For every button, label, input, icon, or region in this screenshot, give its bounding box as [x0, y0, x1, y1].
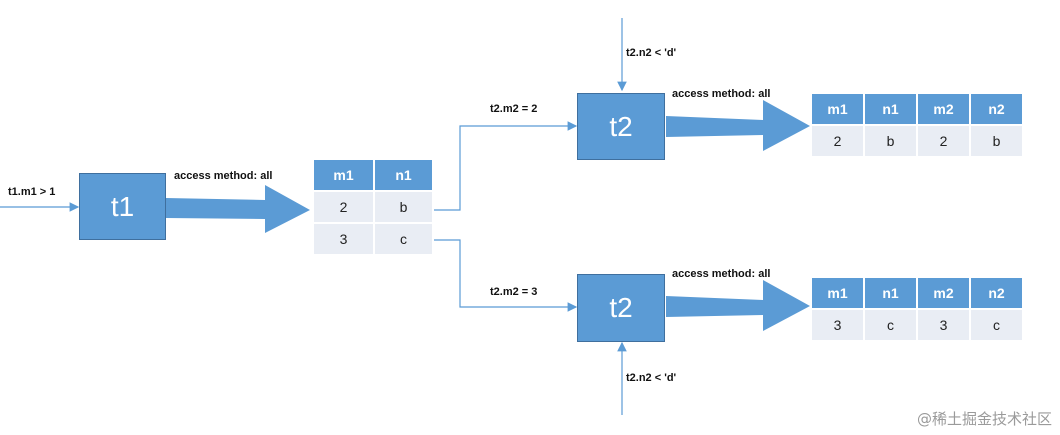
table-cell: b: [865, 124, 916, 156]
table-cell: c: [865, 308, 916, 340]
column-header: n1: [865, 94, 916, 124]
t2-top-node: t2: [577, 93, 665, 160]
table-cell: 3: [918, 308, 969, 340]
table-cell: b: [375, 190, 432, 222]
table-cell: c: [971, 308, 1022, 340]
join-bottom-label: t2.m2 = 3: [490, 286, 538, 298]
watermark: @稀土掘金技术社区: [916, 410, 1052, 428]
t2-top-result-table: m1 n1 m2 n2 2 b 2 b: [810, 94, 1024, 156]
table-cell: c: [375, 222, 432, 254]
table-cell: 2: [918, 124, 969, 156]
branch-top-connector: [434, 121, 578, 211]
column-header: m1: [314, 160, 373, 190]
t2-top-access-label: access method: all: [672, 88, 771, 100]
filter-top-label: t2.n2 < 'd': [626, 47, 677, 59]
table-cell: 3: [812, 308, 863, 340]
branch-bottom-connector: [434, 239, 578, 312]
t1-node: t1: [79, 173, 166, 240]
join-top-label: t2.m2 = 2: [490, 103, 538, 115]
input-condition-label: t1.m1 > 1: [8, 186, 56, 198]
table-row: 3 c 3 c: [812, 308, 1022, 340]
table-header-row: m1 n1 m2 n2: [812, 278, 1022, 308]
table-row: 2 b 2 b: [812, 124, 1022, 156]
t2-bottom-node: t2: [577, 274, 665, 342]
column-header: n1: [865, 278, 916, 308]
t1-result-table: m1 n1 2 b 3 c: [312, 160, 434, 254]
t2-bottom-output-arrow: [666, 280, 810, 331]
t2-bottom-access-label: access method: all: [672, 268, 771, 280]
table-row: 3 c: [314, 222, 432, 254]
column-header: n2: [971, 94, 1022, 124]
t2-top-output-arrow: [666, 100, 810, 151]
column-header: n2: [971, 278, 1022, 308]
column-header: m1: [812, 94, 863, 124]
table-header-row: m1 n1: [314, 160, 432, 190]
column-header: m1: [812, 278, 863, 308]
t1-output-arrow: [166, 185, 310, 233]
column-header: m2: [918, 94, 969, 124]
t2-bottom-result-table: m1 n1 m2 n2 3 c 3 c: [810, 278, 1024, 340]
table-row: 2 b: [314, 190, 432, 222]
table-header-row: m1 n1 m2 n2: [812, 94, 1022, 124]
column-header: m2: [918, 278, 969, 308]
table-cell: b: [971, 124, 1022, 156]
filter-bottom-label: t2.n2 < 'd': [626, 372, 677, 384]
t1-access-label: access method: all: [174, 170, 273, 182]
table-cell: 3: [314, 222, 373, 254]
column-header: n1: [375, 160, 432, 190]
table-cell: 2: [314, 190, 373, 222]
table-cell: 2: [812, 124, 863, 156]
